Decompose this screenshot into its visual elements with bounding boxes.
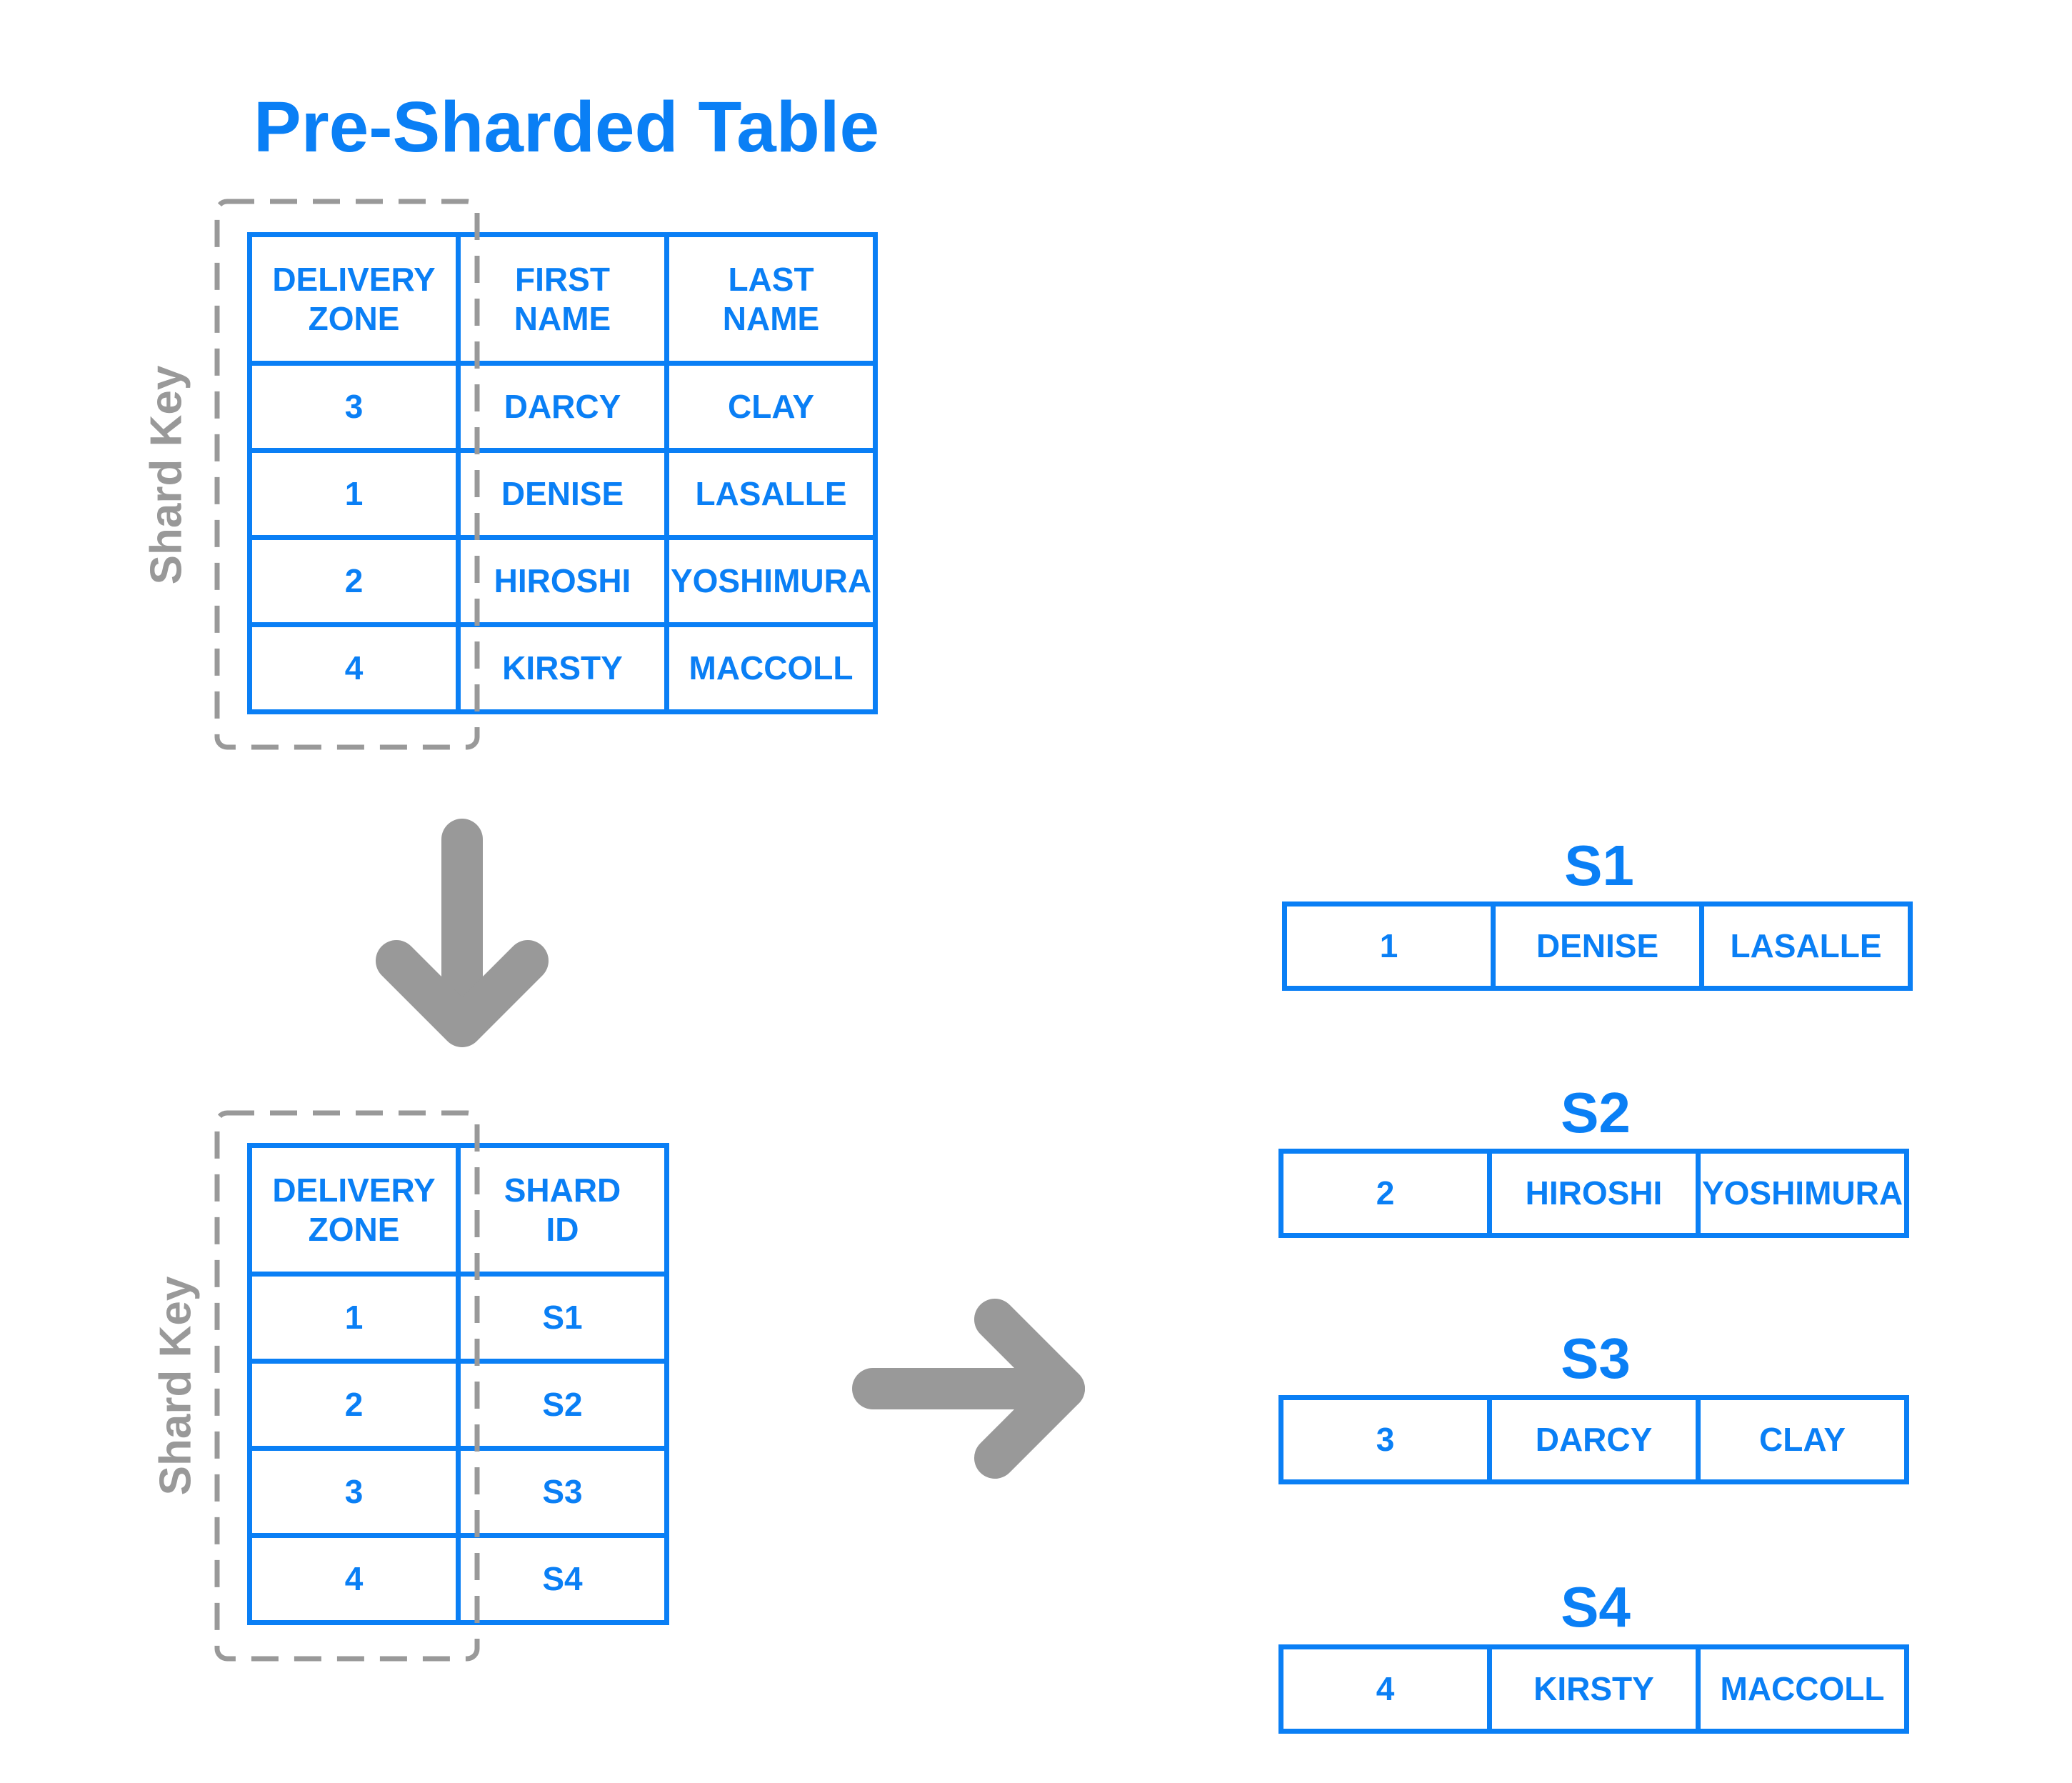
table-cell: 3 — [252, 1451, 461, 1538]
diagram-title: Pre-Sharded Table — [254, 87, 880, 167]
shard-table-cell: DARCY — [1492, 1400, 1701, 1484]
shard-key-dashed-box-bottom — [214, 1110, 480, 1662]
shard-key-dashed-box-top — [214, 199, 480, 750]
table-cell: S2 — [461, 1364, 669, 1451]
right-arrow-icon — [852, 1299, 1085, 1479]
table-cell: 4 — [252, 1538, 461, 1625]
shard-table-cell: HIROSHI — [1492, 1154, 1701, 1238]
table-header-cell: DELIVERY ZONE — [252, 237, 461, 366]
table-cell: 1 — [252, 1277, 461, 1364]
shard-table-cell: LASALLE — [1704, 907, 1913, 991]
table-header-cell: FIRST NAME — [461, 237, 669, 366]
table-header-cell: LAST NAME — [669, 237, 878, 366]
table-cell: S1 — [461, 1277, 669, 1364]
table-cell: 2 — [252, 540, 461, 627]
shard-title-s3: S3 — [1561, 1327, 1631, 1390]
shard-table-cell: YOSHIMURA — [1701, 1154, 1909, 1238]
table-cell: HIROSHI — [461, 540, 669, 627]
table-cell: 3 — [252, 366, 461, 453]
table-header-cell: SHARD ID — [461, 1148, 669, 1277]
table-cell: S4 — [461, 1538, 669, 1625]
table-header-cell: DELIVERY ZONE — [252, 1148, 461, 1277]
table-cell: 2 — [252, 1364, 461, 1451]
shard-table-cell: 3 — [1283, 1400, 1492, 1484]
shard-table-cell: KIRSTY — [1492, 1649, 1701, 1734]
shard-title-s2: S2 — [1561, 1081, 1631, 1144]
table-cell: 1 — [252, 453, 461, 540]
table-cell: 4 — [252, 627, 461, 714]
shard-table-cell: 2 — [1283, 1154, 1492, 1238]
table-cell: MACCOLL — [669, 627, 878, 714]
table-cell: DENISE — [461, 453, 669, 540]
shard-table-cell: MACCOLL — [1701, 1649, 1909, 1734]
table-cell: LASALLE — [669, 453, 878, 540]
shard-title-s1: S1 — [1564, 834, 1634, 897]
table-cell: CLAY — [669, 366, 878, 453]
table-cell: DARCY — [461, 366, 669, 453]
table-cell: YOSHIMURA — [669, 540, 878, 627]
shard-title-s4: S4 — [1561, 1575, 1631, 1639]
shard-table-cell: DENISE — [1496, 907, 1704, 991]
table-cell: S3 — [461, 1451, 669, 1538]
shard-table-cell: 4 — [1283, 1649, 1492, 1734]
table-cell: KIRSTY — [461, 627, 669, 714]
down-arrow-icon — [376, 819, 549, 1047]
shard-table-cell: 1 — [1287, 907, 1496, 991]
shard-table-cell: CLAY — [1701, 1400, 1909, 1484]
